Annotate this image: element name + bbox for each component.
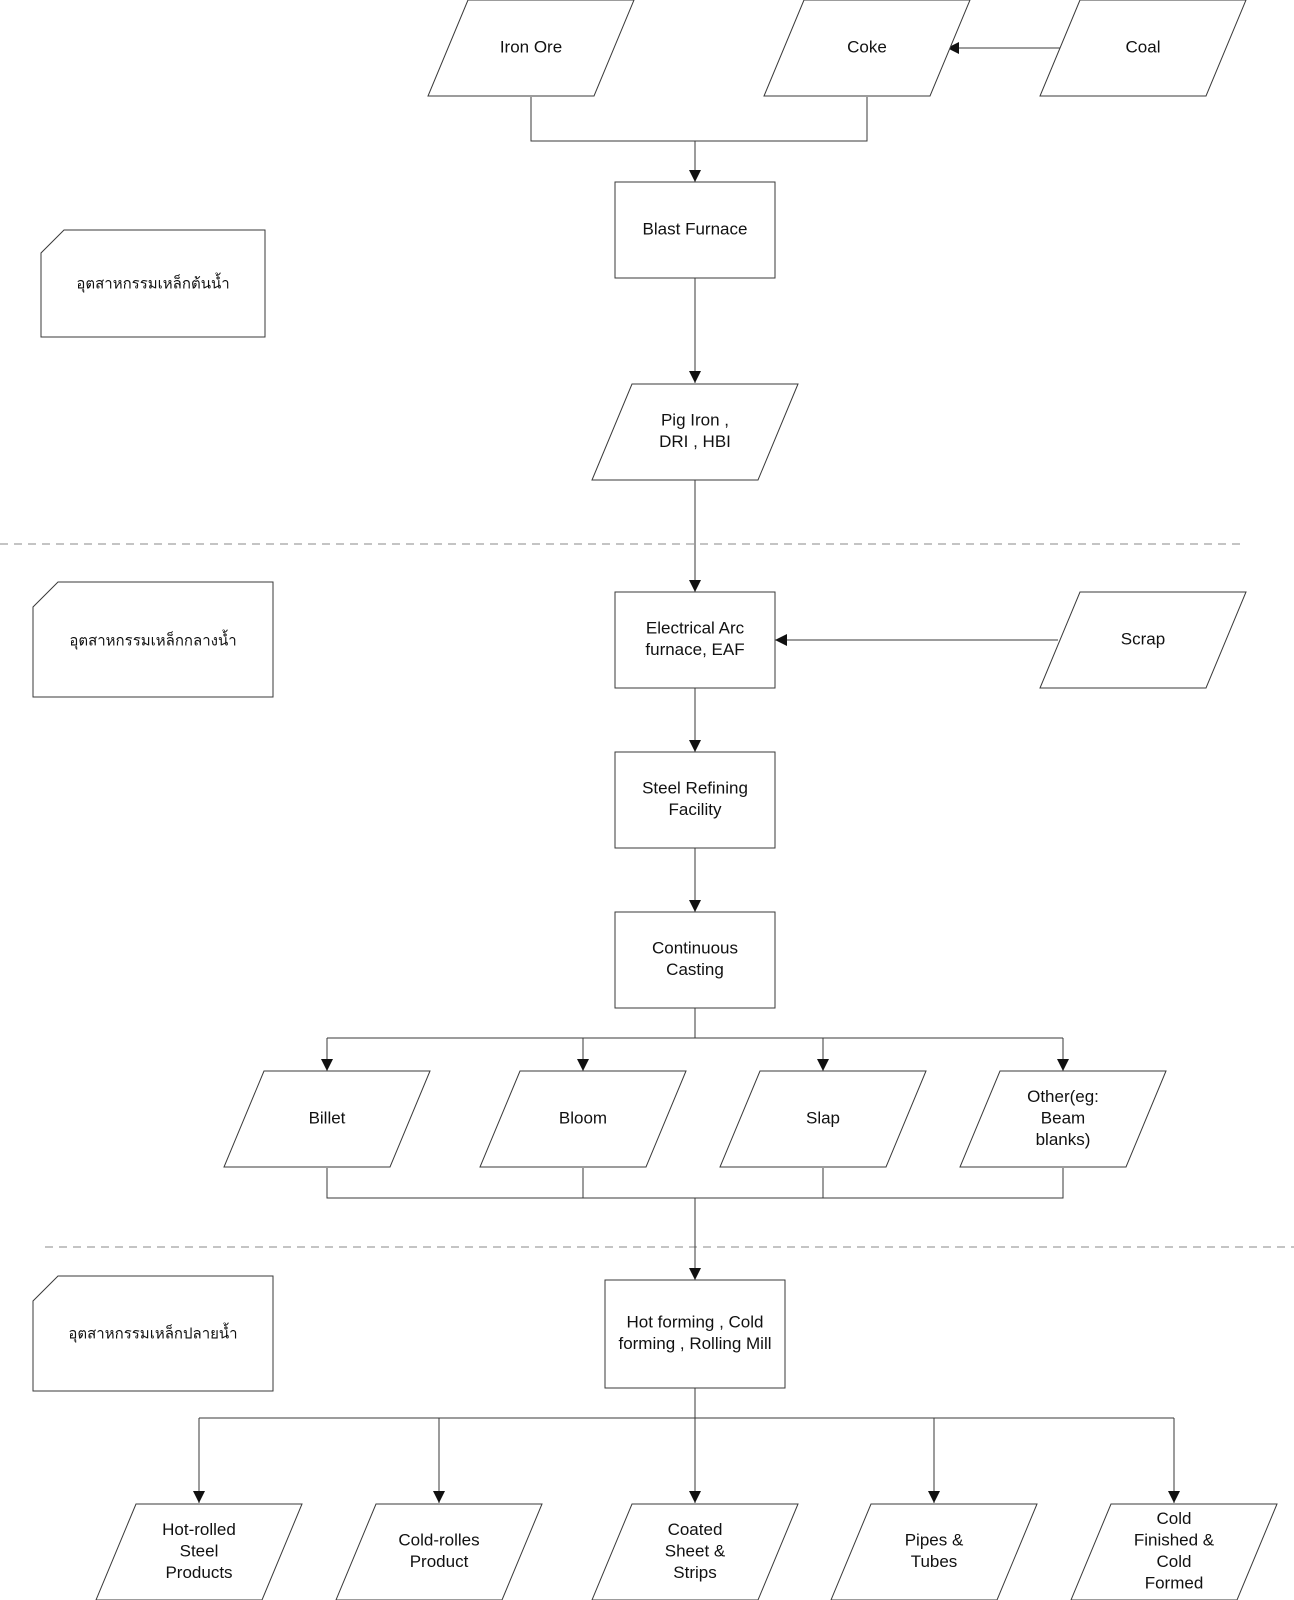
- continuous-casting-shape: [614, 911, 776, 1009]
- pipes-tubes-label: Tubes: [911, 1552, 958, 1571]
- continuous-casting-label: Casting: [666, 960, 724, 979]
- electric-arc-furnace-label: furnace, EAF: [645, 640, 744, 659]
- billet-shape: [223, 1070, 431, 1168]
- node-bloom: Bloom: [479, 1070, 687, 1168]
- slap-label: Slap: [806, 1108, 840, 1127]
- hot-rolled-products-shape: [95, 1503, 303, 1600]
- node-scrap: Scrap: [1039, 591, 1247, 689]
- raw-materials-merge-line: [530, 97, 868, 142]
- bloom-shape: [479, 1070, 687, 1168]
- node-coke: Coke: [763, 0, 971, 97]
- bloom-label: Bloom: [559, 1108, 607, 1127]
- cold-finished-formed-label: Formed: [1145, 1574, 1204, 1593]
- blast-furnace-label: Blast Furnace: [643, 219, 748, 238]
- node-electric-arc-furnace: Electrical Arc furnace, EAF: [614, 591, 776, 689]
- continuous-casting-label: Continuous: [652, 939, 738, 958]
- coal-label: Coal: [1126, 37, 1161, 56]
- node-other-semi-product: Other(eg: Beam blanks): [959, 1070, 1167, 1168]
- forming-rolling-mill-shape: [604, 1279, 786, 1389]
- cold-rolles-product-shape: [335, 1503, 543, 1600]
- electric-arc-furnace-shape: [614, 591, 776, 689]
- note-upstream: อุตสาหกรรมเหล็กต้นน้ำ: [40, 229, 266, 338]
- note-upstream-label: อุตสาหกรรมเหล็กต้นน้ำ: [76, 273, 229, 294]
- note-midstream-label: อุตสาหกรรมเหล็กกลางน้ำ: [69, 630, 236, 651]
- node-blast-furnace: Blast Furnace: [614, 181, 776, 279]
- node-pipes-tubes: Pipes & Tubes: [830, 1503, 1038, 1600]
- steel-refining-shape: [614, 751, 776, 849]
- node-slap: Slap: [719, 1070, 927, 1168]
- note-downstream: อุตสาหกรรมเหล็กปลายน้ำ: [32, 1275, 274, 1392]
- slap-shape: [719, 1070, 927, 1168]
- cold-rolles-product-label: Cold-rolles: [398, 1531, 479, 1550]
- coated-sheet-strips-label: Strips: [673, 1563, 716, 1582]
- node-coal: Coal: [1039, 0, 1247, 97]
- semi-products-merge-line: [326, 1168, 1064, 1199]
- blast-furnace-shape: [614, 181, 776, 279]
- pig-iron-shape: [591, 383, 799, 481]
- hot-rolled-products-label: Products: [165, 1563, 232, 1582]
- cold-finished-formed-label: Cold: [1157, 1552, 1192, 1571]
- note-midstream: อุตสาหกรรมเหล็กกลางน้ำ: [32, 581, 274, 698]
- scrap-shape: [1039, 591, 1247, 689]
- cold-finished-formed-label: Finished &: [1134, 1531, 1215, 1550]
- electric-arc-furnace-label: Electrical Arc: [646, 619, 745, 638]
- coke-shape: [763, 0, 971, 97]
- cold-finished-formed-label: Cold: [1157, 1509, 1192, 1528]
- connectors: [193, 42, 1180, 1503]
- node-billet: Billet: [223, 1070, 431, 1168]
- coated-sheet-strips-label: Sheet &: [665, 1541, 726, 1560]
- pipes-tubes-shape: [830, 1503, 1038, 1600]
- other-semi-product-label: Beam: [1041, 1108, 1085, 1127]
- other-semi-product-label: blanks): [1036, 1130, 1091, 1149]
- node-pig-iron: Pig Iron , DRI , HBI: [591, 383, 799, 481]
- billet-label: Billet: [309, 1108, 346, 1127]
- steel-refining-label: Steel Refining: [642, 779, 748, 798]
- node-iron-ore: Iron Ore: [427, 0, 635, 97]
- forming-rolling-mill-label: Hot forming , Cold: [627, 1313, 764, 1332]
- coated-sheet-strips-shape: [591, 1503, 799, 1600]
- iron-ore-label: Iron Ore: [500, 37, 562, 56]
- scrap-label: Scrap: [1121, 629, 1165, 648]
- other-semi-product-label: Other(eg:: [1027, 1087, 1099, 1106]
- cold-finished-formed-shape: [1070, 1503, 1278, 1600]
- coke-label: Coke: [847, 37, 887, 56]
- hot-rolled-products-label: Steel: [180, 1541, 219, 1560]
- pig-iron-label: DRI , HBI: [659, 432, 731, 451]
- steel-refining-label: Facility: [669, 800, 722, 819]
- coal-shape: [1039, 0, 1247, 97]
- node-forming-rolling-mill: Hot forming , Cold forming , Rolling Mill: [604, 1279, 786, 1389]
- pipes-tubes-label: Pipes &: [905, 1531, 964, 1550]
- iron-ore-shape: [427, 0, 635, 97]
- other-semi-product-shape: [959, 1070, 1167, 1168]
- note-downstream-label: อุตสาหกรรมเหล็กปลายน้ำ: [68, 1323, 237, 1344]
- pig-iron-label: Pig Iron ,: [661, 411, 729, 430]
- coated-sheet-strips-label: Coated: [668, 1520, 723, 1539]
- forming-rolling-mill-label: forming , Rolling Mill: [618, 1334, 771, 1353]
- hot-rolled-products-label: Hot-rolled: [162, 1520, 236, 1539]
- cold-rolles-product-label: Product: [410, 1552, 469, 1571]
